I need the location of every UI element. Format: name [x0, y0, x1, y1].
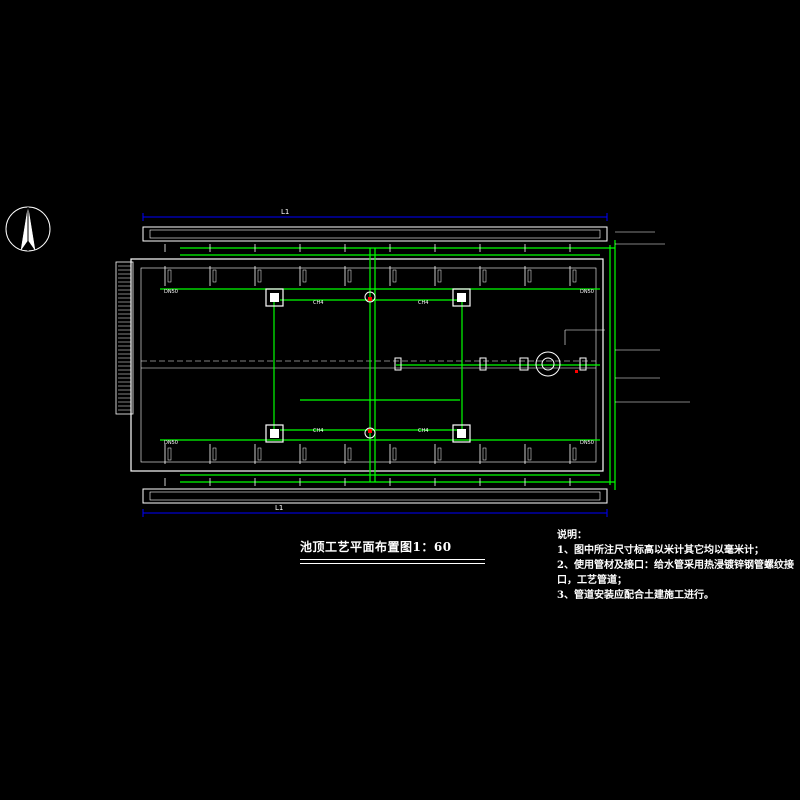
callout-8: DN50: [580, 440, 594, 446]
dimension-bottom-label: L1: [275, 504, 283, 512]
drawing-title-block: 池顶工艺平面布置图1：60: [300, 538, 485, 564]
callout-7: DN50: [164, 440, 178, 446]
north-arrow-icon: [5, 206, 51, 252]
title-underline-2: [300, 563, 485, 564]
pipe-tag: [257, 269, 262, 283]
pipe-tag: [212, 269, 217, 283]
callout-4: CH4: [418, 428, 428, 434]
title-underline: [300, 559, 485, 560]
pipe-tag: [437, 269, 442, 283]
tank-outline: [130, 258, 604, 472]
callout-6: DN50: [580, 289, 594, 295]
callout-5: DN50: [164, 289, 178, 295]
top-dimension: L1: [142, 208, 608, 221]
pipe-tag: [212, 447, 217, 461]
pipe-tag: [167, 269, 172, 283]
pipe-tag: [572, 269, 577, 283]
pipe-tag: [347, 269, 352, 283]
pipe-network: [160, 240, 616, 490]
pipe-tag: [257, 447, 262, 461]
drawing-title: 池顶工艺平面布置图1：60: [300, 540, 452, 554]
pipe-tag: [347, 447, 352, 461]
center-fittings: [364, 291, 587, 439]
top-trough: [142, 226, 608, 242]
pipe-tag: [482, 447, 487, 461]
pipe-tag: [527, 269, 532, 283]
dimension-top-label: L1: [281, 208, 289, 216]
note-line-2: 2、使用管材及接口：给水管采用热浸镀锌钢管螺纹接: [557, 560, 794, 571]
pipe-labels: [164, 244, 577, 486]
pipe-tag: [572, 447, 577, 461]
callout-1: CH4: [313, 300, 323, 306]
pipe-tag: [167, 447, 172, 461]
callout-3: CH4: [313, 428, 323, 434]
pipe-tag: [437, 447, 442, 461]
stair: [115, 261, 134, 415]
callout-2: CH4: [418, 300, 428, 306]
red-markers: [368, 297, 578, 433]
pipe-tag: [482, 269, 487, 283]
note-line-3: 口，工艺管道；: [557, 575, 627, 586]
notes-heading: 说明：: [557, 530, 587, 541]
pipe-tag: [527, 447, 532, 461]
leader-lines: [564, 231, 690, 403]
note-line-1: 1、图中所注尺寸标高以米计其它均以毫米计；: [557, 545, 764, 556]
notes-block: 说明： 1、图中所注尺寸标高以米计其它均以毫米计； 2、使用管材及接口：给水管采…: [557, 528, 797, 603]
pipe-tag: [392, 269, 397, 283]
pipe-tag: [392, 447, 397, 461]
bottom-dimension: L1: [142, 504, 608, 517]
pipe-tag: [302, 447, 307, 461]
valve-boxes: [265, 288, 471, 443]
pipe-tag: [302, 269, 307, 283]
bottom-trough: [142, 488, 608, 504]
note-line-4: 3、管道安装应配合土建施工进行。: [557, 590, 714, 601]
